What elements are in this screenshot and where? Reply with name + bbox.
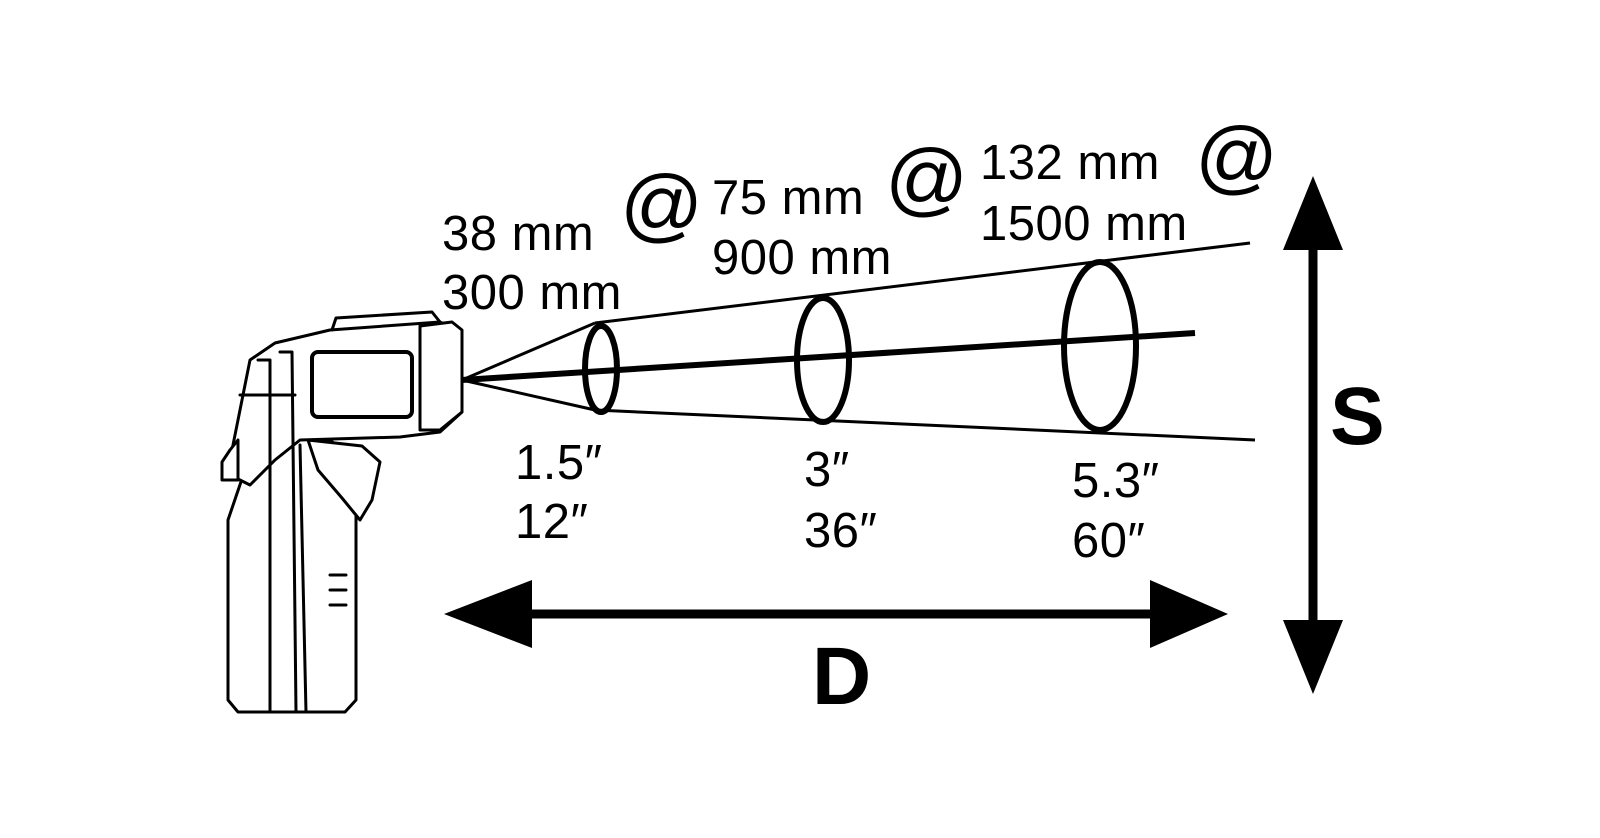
spot-2-at-symbol: @ [885,133,969,224]
spot-1-size-mm: 38 mm [442,207,595,261]
beam-upper-line [594,241,1251,325]
distance-axis-label: D [812,631,872,722]
spot-1-size-inch: 1.5″ [515,436,603,490]
spot-size-axis-label: S [1330,371,1385,462]
spot-2-distance-inch: 36″ [804,504,878,558]
spot-3-distance-mm: 1500 mm [980,197,1188,251]
spot-3-at-symbol: @ [1195,111,1279,202]
spot-2-size-mm: 75 mm [712,171,865,225]
spot-ellipse-1 [582,323,620,415]
spot-ellipse-2 [794,295,852,425]
beam-center-line [461,330,1196,383]
spot-3-size-inch: 5.3″ [1072,454,1160,508]
beam-lower-line [594,408,1256,442]
spot-1-distance-mm: 300 mm [442,266,623,320]
spot-3-distance-inch: 60″ [1072,514,1146,568]
spot-ellipse-3 [1061,259,1139,433]
beam-upper-edge [461,321,596,382]
distance-arrow [444,580,1228,648]
spot-2-distance-mm: 900 mm [712,231,893,285]
spot-1-at-symbol: @ [620,159,704,250]
beam-lower-edge [461,378,596,412]
spot-2-size-inch: 3″ [804,443,850,497]
spot-1-distance-inch: 12″ [515,495,589,549]
infrared-thermometer-icon [220,310,464,714]
spot-ellipses [582,259,1139,433]
spot-size-arrow [1283,176,1343,694]
spot-3-size-mm: 132 mm [980,136,1161,190]
